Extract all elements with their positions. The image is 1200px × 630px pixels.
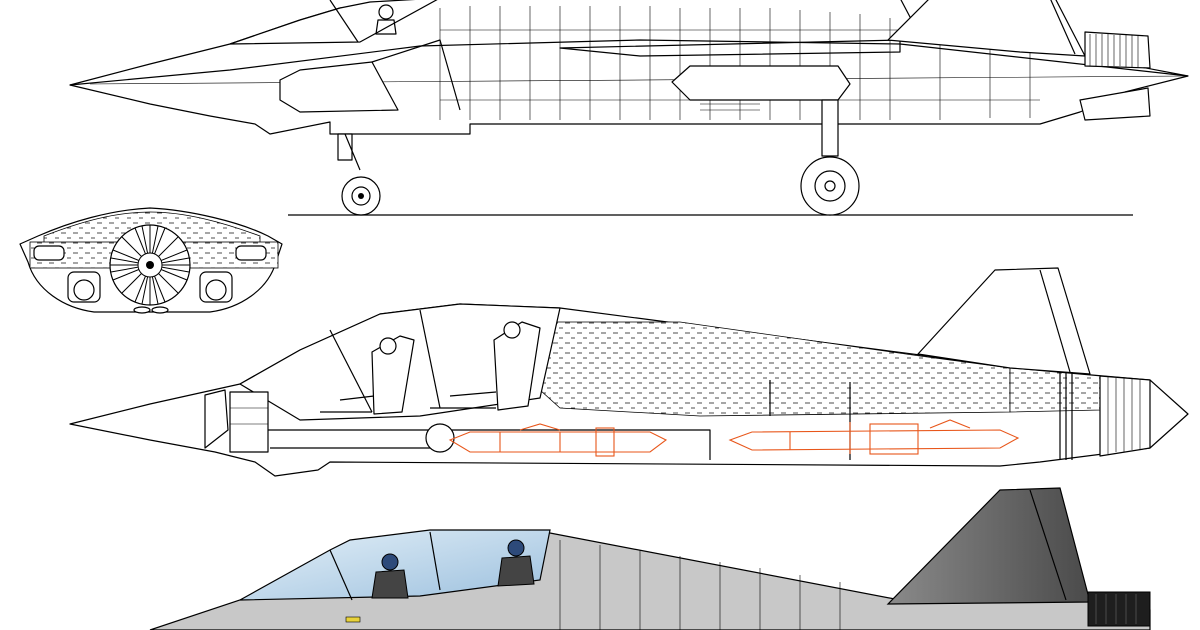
internal-missile-aft — [728, 419, 1020, 455]
yellow-marking — [345, 616, 361, 623]
missile-right — [199, 271, 233, 303]
side-profile-view — [69, 0, 1189, 216]
missile-left — [67, 271, 101, 303]
internal-missile-forward — [448, 423, 668, 457]
nose-landing-gear — [337, 133, 381, 216]
main-landing-gear — [800, 99, 860, 216]
colored-profile-view — [149, 487, 1151, 630]
pilot-head — [378, 4, 394, 20]
weapons-bay-pod — [671, 65, 851, 101]
engine-nozzle — [1084, 31, 1151, 69]
air-intake — [279, 61, 399, 113]
vertical-tail — [887, 0, 1086, 57]
pilot-figure-front — [371, 553, 409, 599]
engine-fan-face — [109, 224, 191, 306]
rear-ejection-seat — [430, 321, 541, 411]
colored-vertical-tail — [886, 487, 1091, 605]
front-ejection-seat — [320, 335, 415, 415]
cutaway-engine-nozzle — [1059, 372, 1151, 460]
colored-engine-nozzle — [1087, 591, 1151, 627]
cutaway-vertical-tail — [917, 267, 1091, 375]
cutaway-internal-view — [69, 267, 1189, 477]
pilot-figure-rear — [497, 539, 535, 587]
front-section-view — [19, 207, 283, 314]
